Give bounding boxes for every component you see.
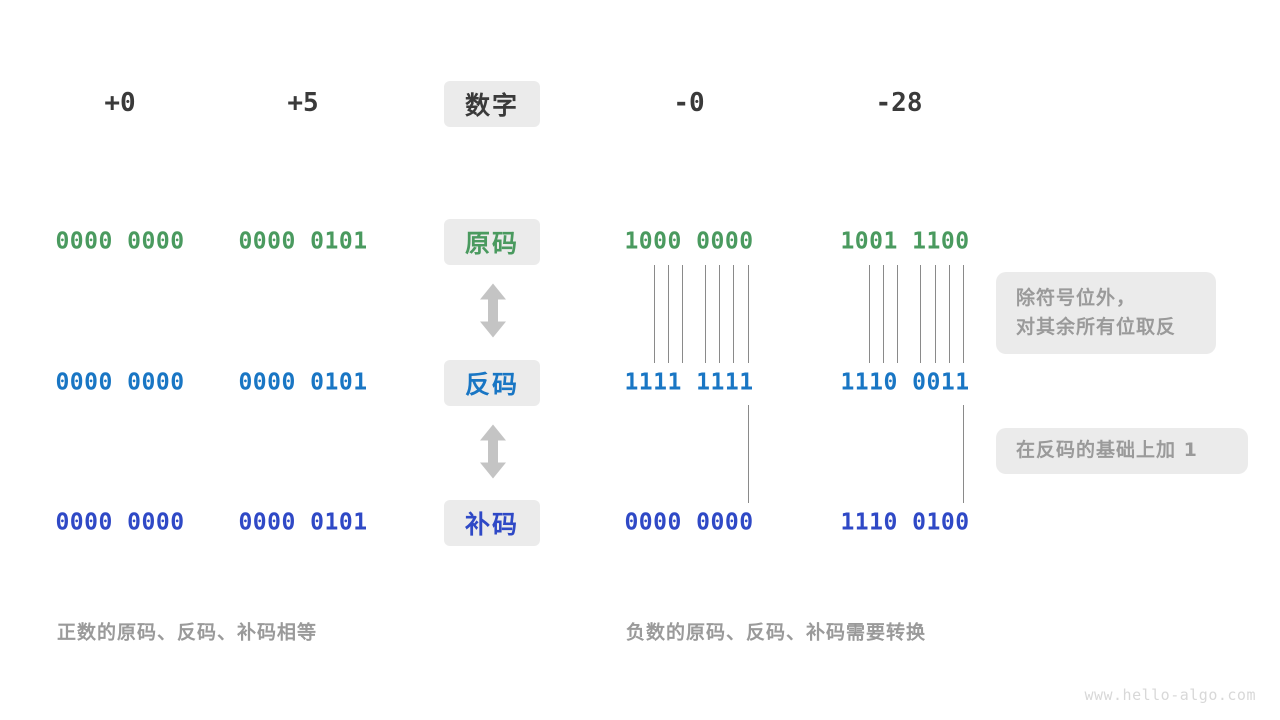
connector-line <box>733 265 734 363</box>
row-fanma-value-plus-five: 0000 0101 <box>238 369 368 396</box>
row-fanma-value-minus-twentyeight: 1110 0011 <box>840 369 970 396</box>
note-invert-bits-line-2: 对其余所有位取反 <box>1016 316 1177 338</box>
row-yuanma-value-minus-twentyeight: 1001 1100 <box>840 228 970 255</box>
row-buma-value-plus-five: 0000 0101 <box>238 509 368 536</box>
carry-connector-line <box>963 405 964 503</box>
header-value-minus-zero: -0 <box>673 88 705 118</box>
carry-connector-line <box>748 405 749 503</box>
connector-line <box>963 265 964 363</box>
connector-line <box>920 265 921 363</box>
caption-positive: 正数的原码、反码、补码相等 <box>57 621 318 644</box>
connector-line <box>869 265 870 363</box>
watermark-url: www.hello-algo.com <box>1084 686 1256 704</box>
row-label-badge-buma: 补码 <box>444 500 540 546</box>
note-add-one-line-1: 在反码的基础上加 1 <box>1016 439 1198 462</box>
row-buma-value-minus-zero: 0000 0000 <box>624 509 754 536</box>
header-value-plus-five: +5 <box>287 88 319 118</box>
header-value-plus-zero: +0 <box>104 88 136 118</box>
row-yuanma-value-minus-zero: 1000 0000 <box>624 228 754 255</box>
caption-negative: 负数的原码、反码、补码需要转换 <box>626 621 927 644</box>
row-fanma-value-minus-zero: 1111 1111 <box>624 369 754 396</box>
row-yuanma-value-plus-zero: 0000 0000 <box>55 228 185 255</box>
row-label-badge-yuanma: 原码 <box>444 219 540 265</box>
row-buma-value-plus-zero: 0000 0000 <box>55 509 185 536</box>
note-invert-bits: 除符号位外， 对其余所有位取反 <box>996 272 1216 354</box>
row-label-badge-fanma: 反码 <box>444 360 540 406</box>
connector-line <box>949 265 950 363</box>
connector-line <box>705 265 706 363</box>
double-arrow-icon-fanma-buma <box>476 423 510 486</box>
connector-line <box>935 265 936 363</box>
connector-line <box>654 265 655 363</box>
connector-line <box>719 265 720 363</box>
connector-line <box>883 265 884 363</box>
row-fanma-value-plus-zero: 0000 0000 <box>55 369 185 396</box>
double-arrow-icon-yuanma-fanma <box>476 282 510 345</box>
row-yuanma-value-plus-five: 0000 0101 <box>238 228 368 255</box>
note-invert-bits-line-1: 除符号位外， <box>1016 286 1137 309</box>
connector-line <box>748 265 749 363</box>
note-add-one: 在反码的基础上加 1 <box>996 428 1248 474</box>
row-buma-value-minus-twentyeight: 1110 0100 <box>840 509 970 536</box>
header-label-badge: 数字 <box>444 81 540 127</box>
connector-line <box>668 265 669 363</box>
connector-line <box>682 265 683 363</box>
header-value-minus-twentyeight: -28 <box>875 88 923 118</box>
connector-line <box>897 265 898 363</box>
